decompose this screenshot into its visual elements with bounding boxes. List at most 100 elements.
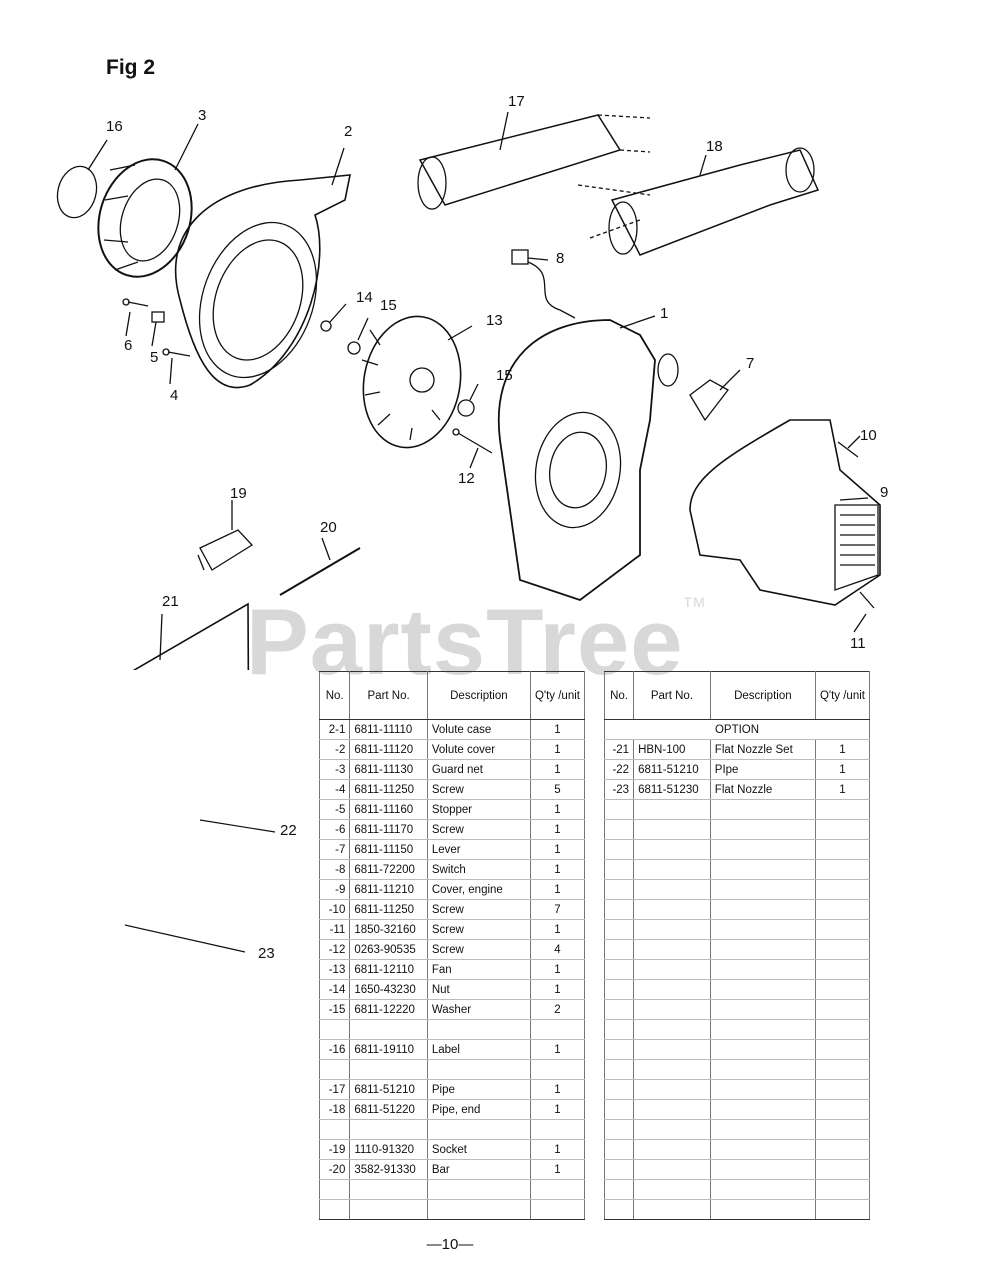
callout-5: 5	[150, 349, 158, 366]
part-quantity	[529, 1179, 586, 1200]
part-quantity	[529, 1119, 586, 1140]
part-quantity	[814, 999, 871, 1020]
part-description: Screw	[426, 899, 531, 920]
part-description	[709, 1079, 816, 1100]
part-number-index	[603, 979, 635, 1000]
part-description	[709, 879, 816, 900]
part-description	[709, 939, 816, 960]
part-number	[633, 1039, 711, 1060]
part-description: Pipe	[426, 1079, 531, 1100]
part-number	[633, 999, 711, 1020]
table-row	[603, 1059, 871, 1080]
table-row	[603, 939, 871, 960]
part-description: Socket	[426, 1139, 531, 1160]
part-number: 6811-11120	[349, 739, 428, 760]
part-number-index	[603, 899, 635, 920]
part-number	[633, 1139, 711, 1160]
table-row	[318, 1199, 586, 1220]
part-quantity: 1	[529, 719, 586, 740]
part-number	[633, 1159, 711, 1180]
part-quantity	[814, 1199, 871, 1220]
part-number-index: -13	[318, 959, 351, 980]
part-quantity	[814, 799, 871, 820]
callout-13: 13	[486, 312, 503, 329]
header-no: No.	[603, 671, 635, 720]
option-label: OPTION	[604, 719, 870, 740]
part-quantity	[814, 1139, 871, 1160]
part-quantity: 1	[529, 739, 586, 760]
part-number: 6811-11170	[349, 819, 428, 840]
part-description	[709, 1159, 816, 1180]
part-number-index: -9	[318, 879, 351, 900]
part-number	[633, 1059, 711, 1080]
part-number: 1850-32160	[349, 919, 428, 940]
part-description	[709, 1019, 816, 1040]
part-description: Volute case	[426, 719, 531, 740]
callout-17: 17	[508, 93, 525, 110]
callout-2: 2	[344, 123, 352, 140]
table-row	[318, 1179, 586, 1200]
header-no: No.	[318, 671, 351, 720]
part-description	[709, 1179, 816, 1200]
part-number-index: -23	[603, 779, 635, 800]
part-description	[709, 1059, 816, 1080]
part-number	[349, 1059, 428, 1080]
part-number: 6811-11130	[349, 759, 428, 780]
part-description: Screw	[426, 779, 531, 800]
part-quantity: 5	[529, 779, 586, 800]
part-quantity: 7	[529, 899, 586, 920]
part-quantity: 1	[814, 739, 871, 760]
callout-11: 11	[850, 635, 866, 652]
callout-15: 15	[380, 297, 397, 314]
part-number	[633, 859, 711, 880]
part-number-index	[603, 1059, 635, 1080]
part-number-index	[603, 1199, 635, 1220]
guard-net-part	[97, 158, 193, 278]
header-part-no: Part No.	[349, 671, 428, 720]
part-number	[633, 819, 711, 840]
part-number: 0263-90535	[349, 939, 428, 960]
part-number-index	[603, 799, 635, 820]
part-description	[709, 999, 816, 1020]
part-description	[709, 1099, 816, 1120]
part-number	[633, 959, 711, 980]
table-row	[603, 1159, 871, 1180]
part-description	[709, 1139, 816, 1160]
part-number-index	[318, 1119, 351, 1140]
part-number-index: -20	[318, 1159, 351, 1180]
part-number-index: -21	[603, 739, 635, 760]
part-number-index	[318, 1019, 351, 1040]
part-number: 6811-11110	[349, 719, 428, 740]
part-number-index: -7	[318, 839, 351, 860]
part-description	[709, 1199, 816, 1220]
part-number	[633, 1099, 711, 1120]
callout-19: 19	[230, 485, 247, 502]
part-description	[709, 859, 816, 880]
part-number	[633, 979, 711, 1000]
part-description: Washer	[426, 999, 531, 1020]
part-number	[633, 799, 711, 820]
part-number-index	[603, 999, 635, 1020]
pipe-end-part	[608, 147, 820, 256]
part-description	[709, 1039, 816, 1060]
part-quantity: 1	[529, 1039, 586, 1060]
socket-part	[197, 529, 254, 571]
part-description	[709, 919, 816, 940]
part-description: Cover, engine	[426, 879, 531, 900]
part-quantity: 1	[529, 839, 586, 860]
part-description: Flat Nozzle	[709, 779, 816, 800]
table-row	[603, 819, 871, 840]
part-quantity: 1	[529, 919, 586, 940]
part-description	[709, 839, 816, 860]
part-quantity	[814, 899, 871, 920]
pipe-part	[417, 114, 651, 210]
